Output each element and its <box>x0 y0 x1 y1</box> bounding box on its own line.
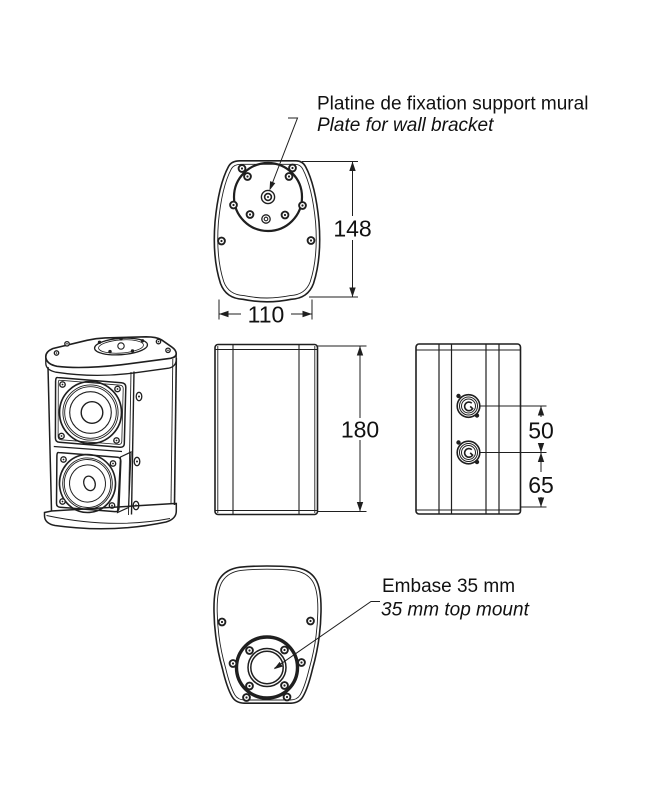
wall-bracket-label-fr: Platine de fixation support mural <box>317 94 588 115</box>
leader-arrow-icon <box>273 661 283 670</box>
side-fasteners <box>132 391 143 511</box>
wall-plate-circle <box>232 161 304 233</box>
dim-148-value: 148 <box>333 216 371 242</box>
speakon-connector-top <box>456 393 481 419</box>
upper-woofer <box>58 380 123 445</box>
top-view-screws <box>217 163 316 246</box>
dim-65-value: 65 <box>528 472 554 498</box>
bottom-view <box>213 565 322 704</box>
dimension-connector-spacing: 50 <box>480 405 554 508</box>
top-mount-label-fr: Embase 35 mm <box>382 576 515 597</box>
dimension-height: 180 <box>317 345 379 512</box>
top-mount-callout: Embase 35 mm 35 mm top mount <box>273 576 530 670</box>
dim-180-value: 180 <box>341 417 379 443</box>
dim-110-value: 110 <box>248 302 285 328</box>
wall-bracket-label-en: Plate for wall bracket <box>317 115 494 136</box>
leader-line <box>274 601 380 669</box>
lower-frame-screws <box>59 456 117 509</box>
dimension-top-depth: 148 <box>302 161 372 298</box>
cap-plate <box>93 337 149 356</box>
perspective-view <box>43 335 178 530</box>
wall-bracket-callout: Platine de fixation support mural Plate … <box>269 94 588 191</box>
top-mount-label-en: 35 mm top mount <box>381 600 530 621</box>
pole-mount-ring <box>234 635 300 700</box>
upper-frame-screws <box>58 381 121 444</box>
leader-line <box>269 117 299 189</box>
side-view <box>214 343 319 516</box>
rear-view <box>415 343 522 515</box>
lower-woofer <box>58 453 117 514</box>
leader-arrow-icon <box>269 181 276 191</box>
wall-plate-hub <box>260 189 276 205</box>
top-view <box>213 160 321 303</box>
dimension-top-width: 110 <box>218 299 313 328</box>
bottom-view-screws <box>217 616 315 702</box>
plate-small-hole <box>261 214 271 224</box>
dimension-connector-to-bottom: 65 <box>528 452 554 507</box>
speakon-connector-bottom <box>456 440 481 465</box>
cap-screws <box>53 338 171 356</box>
dim-50-value: 50 <box>528 418 554 444</box>
